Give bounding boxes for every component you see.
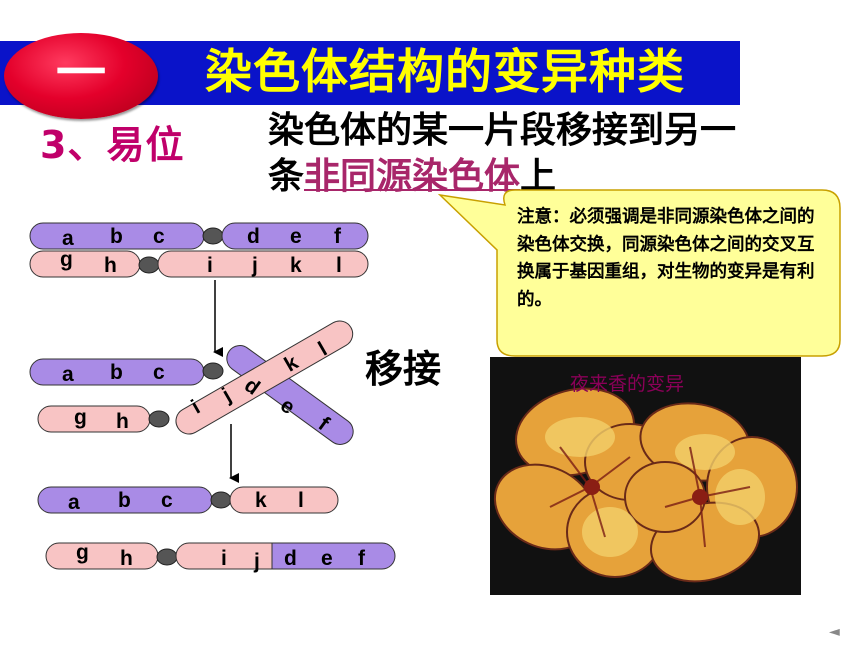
gene-label: l: [336, 254, 342, 277]
gene-label: c: [153, 225, 165, 248]
note-text: 注意：必须强调是非同源染色体之间的染色体交换，同源染色体之间的交叉互换属于基因重…: [517, 207, 815, 310]
chromosome-arm: [29, 250, 141, 278]
centromere: [148, 410, 170, 428]
gene-label: d: [247, 225, 260, 248]
gene-label: g: [60, 248, 73, 271]
gene-label: c: [161, 489, 173, 512]
section-badge-label: 一: [56, 44, 106, 102]
flower-photo: [490, 357, 801, 595]
left-triangle-icon[interactable]: ◄: [829, 624, 840, 640]
chromosome-arm: [271, 542, 396, 570]
chromosome-arm: [175, 542, 273, 570]
gene-label: h: [120, 547, 133, 570]
gene-label: a: [68, 491, 80, 514]
gene-label: a: [62, 227, 74, 250]
gene-label: k: [255, 489, 267, 512]
page-title: 染色体结构的变异种类: [205, 45, 685, 100]
chromosome-arm: [229, 486, 339, 514]
gene-label: f: [358, 547, 366, 570]
gene-label: j: [253, 550, 260, 573]
gene-label: d: [284, 547, 297, 570]
chromosome-arm: [221, 222, 369, 250]
gene-label: b: [110, 361, 123, 384]
centromere: [202, 362, 224, 380]
definition-text: 染色体的某一片段移接到另一 条非同源染色体上: [268, 108, 736, 200]
gene-label: b: [110, 225, 123, 248]
gene-label: g: [74, 406, 87, 429]
section-badge: 一: [4, 33, 158, 119]
centromere: [210, 491, 232, 509]
chromosome-arm: [37, 405, 151, 433]
action-label: 移接: [365, 347, 442, 391]
definition-line-2-pre: 条: [268, 156, 305, 197]
sub-heading: 3、易位: [40, 123, 185, 167]
gene-label: b: [118, 489, 131, 512]
gene-label: e: [290, 225, 302, 248]
flower-illustration: [490, 357, 801, 595]
gene-label: e: [321, 547, 333, 570]
chromosome-arm: [45, 542, 159, 570]
gene-label: h: [116, 410, 129, 433]
gene-label: j: [251, 254, 258, 277]
gene-label: f: [334, 225, 342, 248]
gene-label: a: [62, 363, 74, 386]
gene-label: g: [76, 541, 89, 564]
chromosome-arm: [175, 320, 354, 435]
gene-label: i: [221, 547, 227, 570]
photo-caption: 夜来香的变异: [570, 373, 685, 395]
centromere: [138, 256, 160, 274]
gene-label: k: [290, 254, 302, 277]
gene-label: l: [298, 489, 304, 512]
chromosome-arm: [157, 250, 369, 278]
gene-label: i: [207, 254, 213, 277]
centromere: [202, 227, 224, 245]
gene-label: c: [153, 361, 165, 384]
centromere: [156, 548, 178, 566]
gene-label: h: [104, 254, 117, 277]
definition-line-1: 染色体的某一片段移接到另一: [268, 110, 737, 151]
